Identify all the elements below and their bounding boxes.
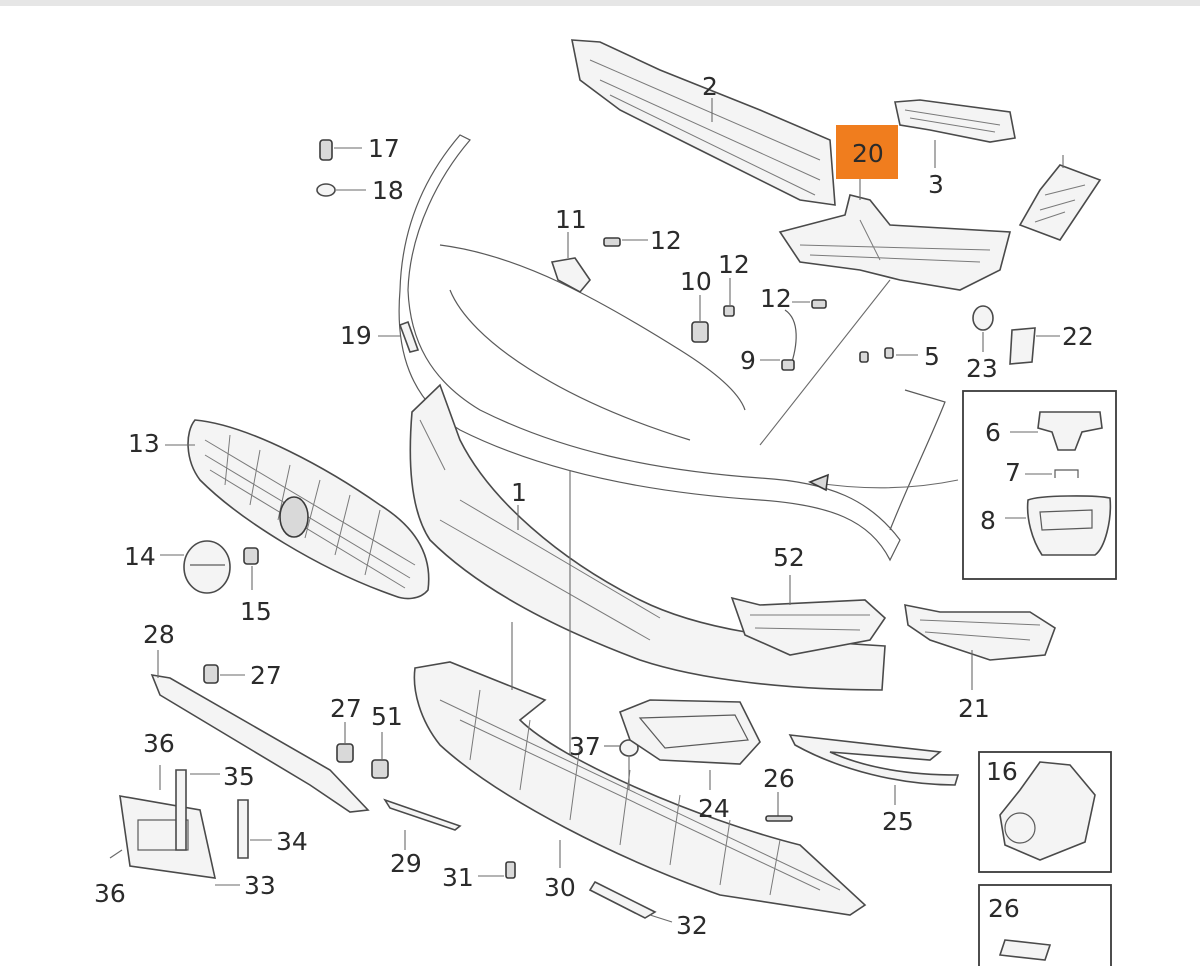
part-clip-15 xyxy=(243,547,259,590)
label-17: 17 xyxy=(368,134,400,163)
label-18: 18 xyxy=(372,176,404,205)
part-screw-12c xyxy=(792,299,827,309)
label-6: 6 xyxy=(985,418,1001,447)
label-15: 15 xyxy=(240,597,272,626)
part-bracket-20 xyxy=(778,178,1012,291)
label-11: 11 xyxy=(555,205,587,234)
label-21: 21 xyxy=(958,694,990,723)
label-3: 3 xyxy=(928,170,944,199)
label-34: 34 xyxy=(276,827,308,856)
part-trim-29 xyxy=(383,798,462,850)
label-36-a: 36 xyxy=(143,729,175,758)
label-5: 5 xyxy=(924,342,940,371)
label-16: 16 xyxy=(986,757,1018,786)
part-screw-12a xyxy=(603,237,648,247)
part-fog-bezel-21 xyxy=(904,603,1056,690)
inset-box-16 xyxy=(978,751,1112,873)
label-8: 8 xyxy=(980,506,996,535)
label-27-b: 27 xyxy=(330,694,362,723)
label-25: 25 xyxy=(882,807,914,836)
label-52: 52 xyxy=(773,543,805,572)
top-strip xyxy=(0,0,1200,6)
part-undertray-30 xyxy=(413,622,867,916)
part-clip-51 xyxy=(371,732,389,779)
label-14: 14 xyxy=(124,542,156,571)
label-22: 22 xyxy=(1062,322,1094,351)
label-24: 24 xyxy=(698,794,730,823)
label-37: 37 xyxy=(569,732,601,761)
part-bumper-cover xyxy=(398,134,946,562)
label-33: 33 xyxy=(244,871,276,900)
part-trim-strip-28 xyxy=(150,650,370,813)
label-23: 23 xyxy=(966,354,998,383)
part-washer-18 xyxy=(316,183,366,197)
part-nut-5 xyxy=(859,347,918,363)
label-7: 7 xyxy=(1005,458,1021,487)
part-screw-12b xyxy=(723,278,735,317)
label-20: 20 xyxy=(852,139,884,168)
label-35: 35 xyxy=(223,762,255,791)
part-upper-beam xyxy=(571,39,836,206)
part-clip-27a xyxy=(203,664,245,684)
label-9: 9 xyxy=(740,346,756,375)
part-bolt-31 xyxy=(478,861,516,879)
highlight-box-20 xyxy=(836,125,898,179)
part-clip-37 xyxy=(604,739,639,790)
label-26-b: 26 xyxy=(988,894,1020,923)
label-31: 31 xyxy=(442,863,474,892)
label-30: 30 xyxy=(544,873,576,902)
part-side-bracket xyxy=(1018,155,1102,241)
part-emblem xyxy=(160,540,231,594)
inset-box-26 xyxy=(978,884,1112,966)
label-32: 32 xyxy=(676,911,708,940)
part-cap-23 xyxy=(972,305,994,352)
part-bracket-22 xyxy=(1009,327,1060,365)
part-strip-32 xyxy=(588,880,673,923)
label-26-a: 26 xyxy=(763,764,795,793)
part-bracket-3 xyxy=(894,99,1016,168)
label-36-b: 36 xyxy=(94,879,126,908)
part-lower-bumper xyxy=(409,383,886,760)
inset-box-upper xyxy=(808,390,1117,580)
label-28: 28 xyxy=(143,620,175,649)
label-27-a: 27 xyxy=(250,661,282,690)
label-19: 19 xyxy=(340,321,372,350)
part-fog-bezel-52 xyxy=(730,575,887,656)
part-grille xyxy=(165,419,430,600)
part-plate-bracket xyxy=(109,765,272,886)
part-bracket-11 xyxy=(550,232,592,294)
label-12-c: 12 xyxy=(760,284,792,313)
label-10: 10 xyxy=(680,267,712,296)
label-51: 51 xyxy=(371,702,403,731)
part-trim-25 xyxy=(788,734,960,805)
label-12-a: 12 xyxy=(650,226,682,255)
part-sensor-9 xyxy=(760,309,797,371)
label-12-b: 12 xyxy=(718,250,750,279)
part-pin-19 xyxy=(378,320,420,353)
part-clip-10 xyxy=(691,295,709,343)
label-13: 13 xyxy=(128,429,160,458)
part-fog-cover-24 xyxy=(618,699,761,790)
label-1: 1 xyxy=(511,478,527,507)
part-26-small xyxy=(765,792,793,822)
part-clip-27b xyxy=(336,722,354,763)
label-29: 29 xyxy=(390,849,422,878)
part-bolt-17 xyxy=(319,139,362,161)
label-2: 2 xyxy=(702,72,718,101)
